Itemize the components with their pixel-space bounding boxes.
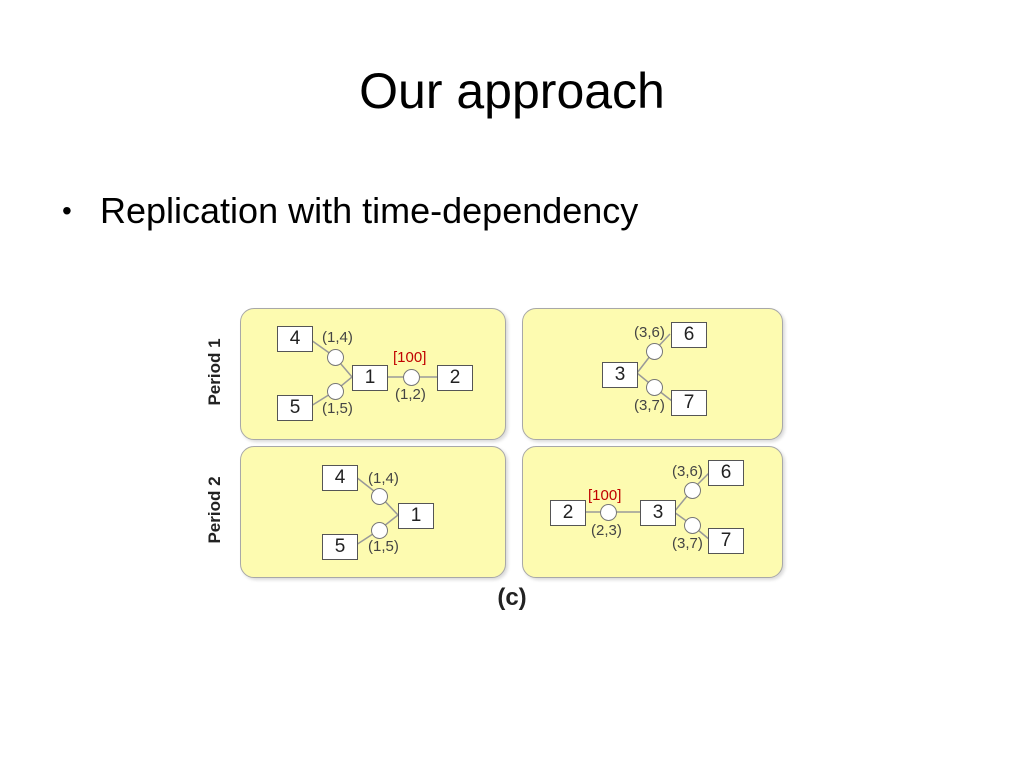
edge-node-circle [646, 379, 663, 396]
panel-period2-left [240, 446, 506, 578]
edge-label: (1,4) [322, 329, 353, 346]
node-4: 4 [322, 465, 358, 491]
node-1: 1 [398, 503, 434, 529]
node-4: 4 [277, 326, 313, 352]
capacity-label: [100] [588, 487, 622, 504]
period1-label: Period 1 [205, 338, 224, 406]
edge-node-circle [403, 369, 420, 386]
bullet-text: Replication with time-dependency [100, 190, 639, 231]
edge-label: (2,3) [591, 522, 622, 539]
capacity-label: [100] [393, 349, 427, 366]
node-7: 7 [708, 528, 744, 554]
node-2: 2 [550, 500, 586, 526]
figure-caption: (c) [497, 584, 527, 611]
node-6: 6 [708, 460, 744, 486]
edge-label: (1,5) [322, 400, 353, 417]
edge-label: (3,6) [672, 463, 703, 480]
edge-label: (3,7) [672, 535, 703, 552]
panel-period1-right [522, 308, 783, 440]
node-5: 5 [277, 395, 313, 421]
node-5: 5 [322, 534, 358, 560]
edge-node-circle [371, 522, 388, 539]
edge-node-circle [327, 349, 344, 366]
bullet-dot-icon: • [62, 195, 72, 226]
edge-node-circle [684, 517, 701, 534]
node-3: 3 [602, 362, 638, 388]
edge-node-circle [327, 383, 344, 400]
period2-label: Period 2 [205, 476, 224, 544]
slide-title: Our approach [359, 63, 665, 119]
node-2: 2 [437, 365, 473, 391]
edge-node-circle [684, 482, 701, 499]
bullet-item: • Replication with time-dependency [62, 190, 638, 232]
node-3: 3 [640, 500, 676, 526]
node-1: 1 [352, 365, 388, 391]
edge-node-circle [600, 504, 617, 521]
edge-label: (3,6) [634, 324, 665, 341]
edge-label: (1,2) [395, 386, 426, 403]
edge-label: (3,7) [634, 397, 665, 414]
edge-node-circle [371, 488, 388, 505]
node-7: 7 [671, 390, 707, 416]
edge-node-circle [646, 343, 663, 360]
edge-label: (1,4) [368, 470, 399, 487]
edge-label: (1,5) [368, 538, 399, 555]
node-6: 6 [671, 322, 707, 348]
